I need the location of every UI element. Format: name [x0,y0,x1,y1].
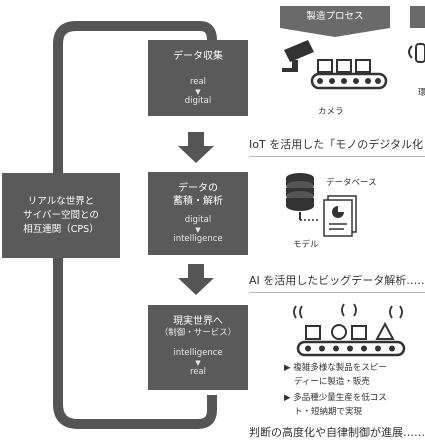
bullet-text: ト・短納期で実現 [294,407,363,417]
database-label: データベース [326,178,377,188]
sensor-label: 環 [418,88,425,98]
flow-arrow-down-icon [178,132,214,163]
database-icon [286,173,314,211]
process-header: 製造プロセス [280,6,390,28]
stage-title: データの [178,183,218,194]
benefit-bullet: ▶ 多品種少量生産を低コス ト・短納期で実現 [284,391,387,419]
caption-underline [249,156,425,157]
cps-line-2: サイバー空間との [23,209,99,221]
flow-arrow-down-icon [178,264,214,295]
caption-underline [249,292,425,293]
stage-title: 現実世界へ [173,316,223,327]
stage-data-analysis: データの 蓄積・解析 digital ▼ intelligence [148,172,248,255]
control-caption: 判断の高度化や自律制御が進展…… [249,426,425,439]
camera-conveyor-illustration [282,40,425,90]
camera-icon [282,40,314,72]
bullet-text: 多品種少量生産を低コス [293,393,387,403]
signal-waves-icon [293,303,403,319]
automated-conveyor-illustration [293,303,406,357]
down-arrow-icon: ▼ [195,359,201,367]
stage-to: real [189,367,207,377]
stage-to: intelligence [173,234,223,244]
stage-title: （制御・サービス） [159,328,237,338]
stage-title: 蓄積・解析 [173,196,223,207]
document-chart-icon [323,195,357,237]
stage-to: digital [184,96,212,106]
stage-from: intelligence [173,348,223,358]
model-label: モデル [293,240,319,250]
cps-line-1: リアルな世界と [27,195,95,207]
stage-data-collection: データ収集 real ▼ digital [148,40,248,116]
bullet-text: ディーに製造・販売 [294,377,370,387]
process-header-pointer [280,28,390,37]
camera-label: カメラ [318,107,344,117]
conveyor-icon [296,340,406,357]
products-icon [305,321,395,340]
stage-from: real [189,77,207,87]
stage-title: データ収集 [173,51,223,62]
bullet-text: 複雑多様な製品をスピー [293,363,387,373]
bullet-marker-icon: ▶ [284,363,291,373]
stage-real-world: 現実世界へ （制御・サービス） intelligence ▼ real [148,305,248,390]
down-arrow-icon: ▼ [195,226,201,234]
bullet-marker-icon: ▶ [284,393,291,403]
iot-caption: IoT を活用した「モノのデジタル化 [249,138,423,151]
cps-box: リアルな世界と サイバー空間との 相互連関（CPS） [2,173,120,258]
benefit-bullet: ▶ 複雑多様な製品をスピー ディーに製造・販売 [284,361,387,389]
database-model-illustration [286,173,357,237]
stage-from: digital [184,215,212,225]
conveyor-icon [310,59,388,90]
ai-caption: AI を活用したビッグデータ解析…… [249,274,425,287]
down-arrow-icon: ▼ [195,88,201,96]
sensor-icon [408,43,425,63]
cps-line-3: 相互連関（CPS） [23,223,99,235]
process-header-next [410,6,425,28]
